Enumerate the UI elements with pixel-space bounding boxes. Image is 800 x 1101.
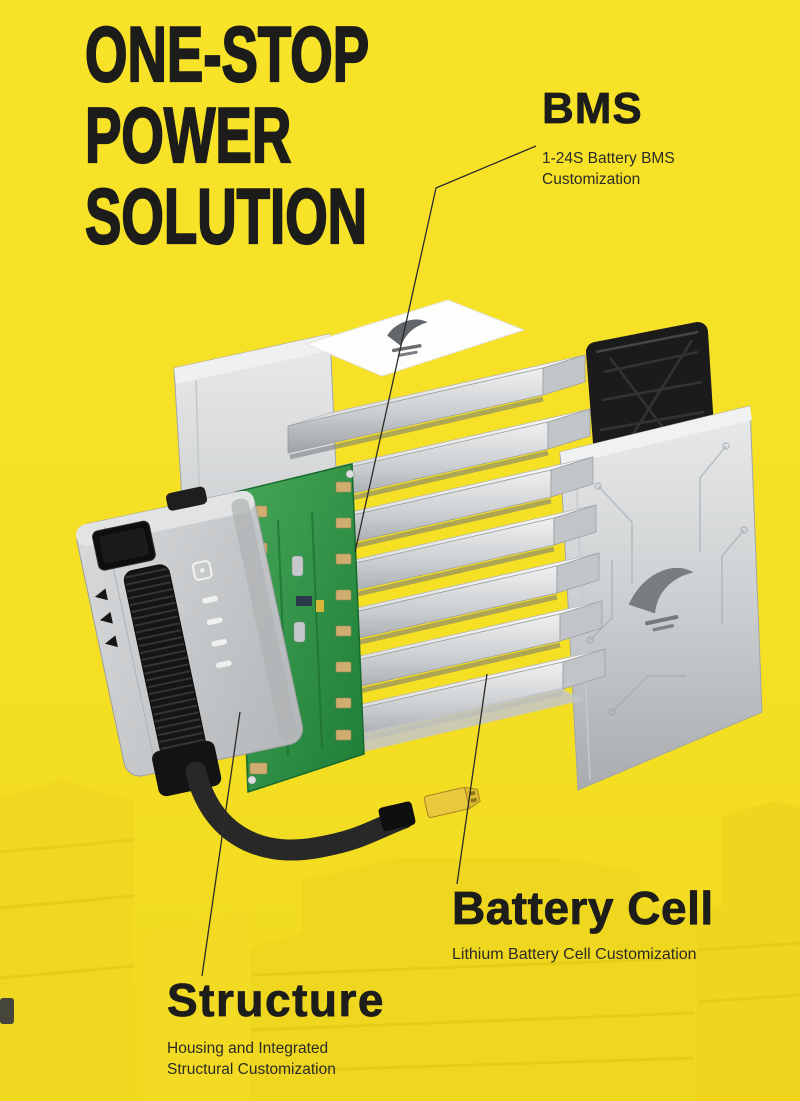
controller-module — [75, 486, 304, 797]
screw-hole — [247, 775, 257, 785]
brand-label-sheet — [304, 299, 526, 377]
title-line-1: ONE-STOP — [84, 10, 370, 98]
battery-cell-desc-line-1: Lithium Battery Cell Customization — [452, 946, 697, 963]
display-glass — [99, 527, 149, 564]
battery-cell-stack — [288, 355, 605, 758]
heatshrink — [378, 801, 416, 831]
screw-hole — [345, 469, 355, 479]
bms-desc-line-2: Customization — [542, 171, 641, 188]
title-line-3: SOLUTION — [84, 172, 368, 260]
battery-cell-callout: Battery Cell Lithium Battery Cell Custom… — [452, 884, 714, 965]
bms-description: 1-24S Battery BMS Customization — [542, 148, 675, 190]
structure-description: Housing and Integrated Structural Custom… — [167, 1038, 385, 1080]
title-line-2: POWER — [84, 91, 292, 179]
structure-heading: Structure — [167, 974, 385, 1026]
bms-desc-line-1: 1-24S Battery BMS — [542, 150, 675, 167]
xt60-connector-icon — [423, 786, 481, 818]
page-title: ONE-STOP POWER SOLUTION — [84, 10, 370, 260]
edge-clip-silhouette — [0, 998, 14, 1024]
panel-brand-logo — [628, 568, 694, 632]
module-side-shade — [231, 498, 298, 740]
power-cable — [185, 761, 481, 861]
capacitor — [291, 555, 304, 577]
arrow-markers-icon — [94, 588, 118, 648]
callout-lines — [201, 145, 537, 977]
capacitor — [293, 621, 306, 643]
background-battery-silhouettes — [0, 780, 800, 1101]
structure-callout: Structure Housing and Integrated Structu… — [167, 976, 385, 1080]
led-indicators — [202, 595, 232, 669]
battery-cell-leader-line — [456, 673, 488, 885]
top-latch — [166, 486, 208, 511]
bms-leader-line — [354, 145, 537, 553]
cell-bottom-tray — [312, 688, 584, 758]
bms-heading: BMS — [542, 84, 643, 133]
structure-desc-line-2: Structural Customization — [167, 1061, 336, 1078]
power-button-icon — [191, 560, 213, 581]
pcb-component — [316, 600, 324, 612]
power-button-dot — [200, 568, 205, 573]
battery-cell-description: Lithium Battery Cell Customization — [452, 944, 714, 965]
bms-callout: BMS 1-24S Battery BMS Customization — [542, 84, 675, 190]
silhouette-seams — [0, 838, 800, 1074]
structure-desc-line-1: Housing and Integrated — [167, 1040, 329, 1057]
circuit-trace-pattern — [586, 442, 748, 716]
right-housing-panel — [559, 405, 763, 791]
battery-cell-heading: Battery Cell — [452, 882, 714, 934]
structure-leader-line — [201, 711, 241, 977]
chip — [296, 596, 312, 606]
